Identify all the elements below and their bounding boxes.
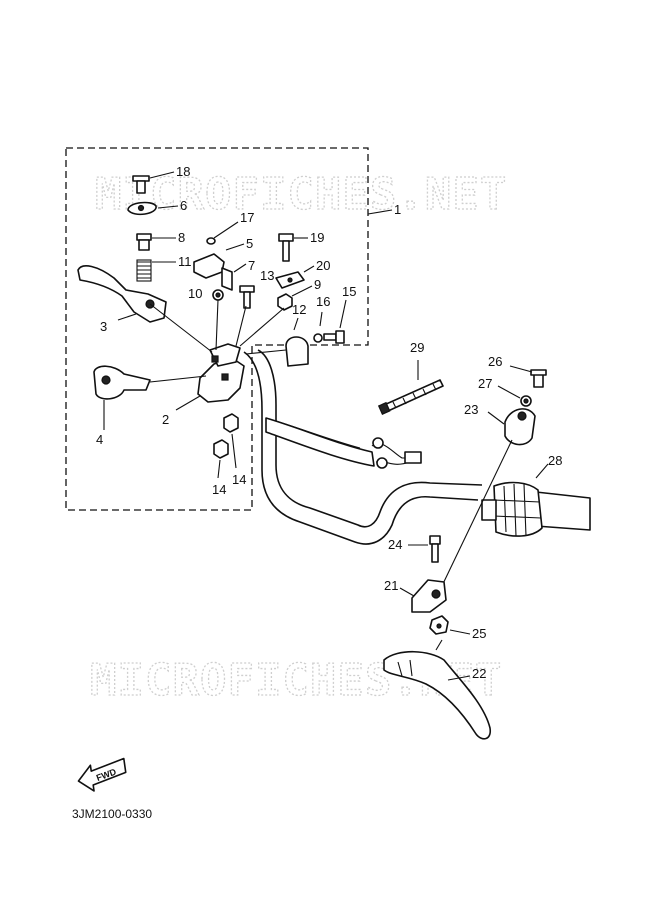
part-26-screw: 26 bbox=[488, 354, 547, 388]
label-3: 3 bbox=[100, 319, 107, 334]
label-5: 5 bbox=[246, 236, 253, 251]
part-14-nuts: 14 14 bbox=[212, 413, 246, 497]
part-19-bolt: 19 bbox=[278, 230, 324, 262]
label-24: 24 bbox=[388, 537, 402, 552]
label-20: 20 bbox=[316, 258, 330, 273]
label-11: 11 bbox=[178, 254, 192, 269]
watermark-top: MICROFICHES.NET bbox=[95, 169, 507, 220]
part-11-spring: 11 bbox=[136, 254, 192, 282]
part-18-screw: 18 bbox=[132, 164, 190, 194]
label-16: 16 bbox=[316, 294, 330, 309]
part-28-switch: 28 bbox=[481, 453, 562, 537]
fwd-arrow-icon: FWD bbox=[77, 757, 127, 792]
label-27: 27 bbox=[478, 376, 492, 391]
label-15: 15 bbox=[342, 284, 356, 299]
label-23: 23 bbox=[464, 402, 478, 417]
part-8-bolt: 8 bbox=[136, 230, 185, 251]
part-16-washer: 16 bbox=[313, 294, 330, 343]
part-10-nut: 10 bbox=[188, 286, 224, 301]
label-29: 29 bbox=[410, 340, 424, 355]
part-9-nut: 9 bbox=[277, 277, 321, 311]
label-8: 8 bbox=[178, 230, 185, 245]
part-6-plate: 6 bbox=[127, 198, 187, 216]
label-10: 10 bbox=[188, 286, 202, 301]
label-14b: 14 bbox=[232, 472, 246, 487]
label-13: 13 bbox=[260, 268, 274, 283]
part-27-washer: 27 bbox=[478, 376, 532, 407]
part-12-clamp: 12 bbox=[285, 302, 309, 367]
label-28: 28 bbox=[548, 453, 562, 468]
label-19: 19 bbox=[310, 230, 324, 245]
part-1-label: 1 bbox=[367, 202, 401, 217]
diagram-code: 3JM2100-0330 bbox=[72, 807, 152, 821]
part-22-lever: 22 bbox=[383, 639, 492, 740]
part-24-bolt: 24 bbox=[388, 535, 441, 563]
part-13-bolt: 13 bbox=[239, 268, 274, 309]
wire-connector bbox=[371, 437, 422, 469]
leader-23-21 bbox=[439, 439, 513, 591]
label-26: 26 bbox=[488, 354, 502, 369]
label-18: 18 bbox=[176, 164, 190, 179]
label-6: 6 bbox=[180, 198, 187, 213]
part-25-nut: 25 bbox=[429, 615, 486, 641]
label-25: 25 bbox=[472, 626, 486, 641]
part-29-strap: 29 bbox=[377, 340, 444, 415]
label-4: 4 bbox=[96, 432, 103, 447]
part-4-holder: 4 bbox=[93, 365, 151, 447]
part-7-pin: 7 bbox=[221, 258, 255, 291]
assembly-boundary bbox=[65, 147, 369, 511]
part-23-clamp: 23 bbox=[464, 402, 536, 446]
assembly-leaders bbox=[149, 299, 287, 383]
part-3-lever: 3 bbox=[77, 265, 167, 334]
label-21: 21 bbox=[384, 578, 398, 593]
label-1: 1 bbox=[394, 202, 401, 217]
part-20-plate: 20 bbox=[275, 258, 330, 289]
label-12: 12 bbox=[292, 302, 306, 317]
part-2-body: 2 bbox=[162, 343, 245, 427]
label-2: 2 bbox=[162, 412, 169, 427]
part-21-bracket: 21 bbox=[384, 578, 447, 613]
part-5-bracket: 5 bbox=[193, 236, 253, 279]
label-17: 17 bbox=[240, 210, 254, 225]
label-7: 7 bbox=[248, 258, 255, 273]
label-14a: 14 bbox=[212, 482, 226, 497]
part-17-pin: 17 bbox=[206, 210, 254, 245]
part-15-bolt: 15 bbox=[323, 284, 356, 344]
label-9: 9 bbox=[314, 277, 321, 292]
label-22: 22 bbox=[472, 666, 486, 681]
